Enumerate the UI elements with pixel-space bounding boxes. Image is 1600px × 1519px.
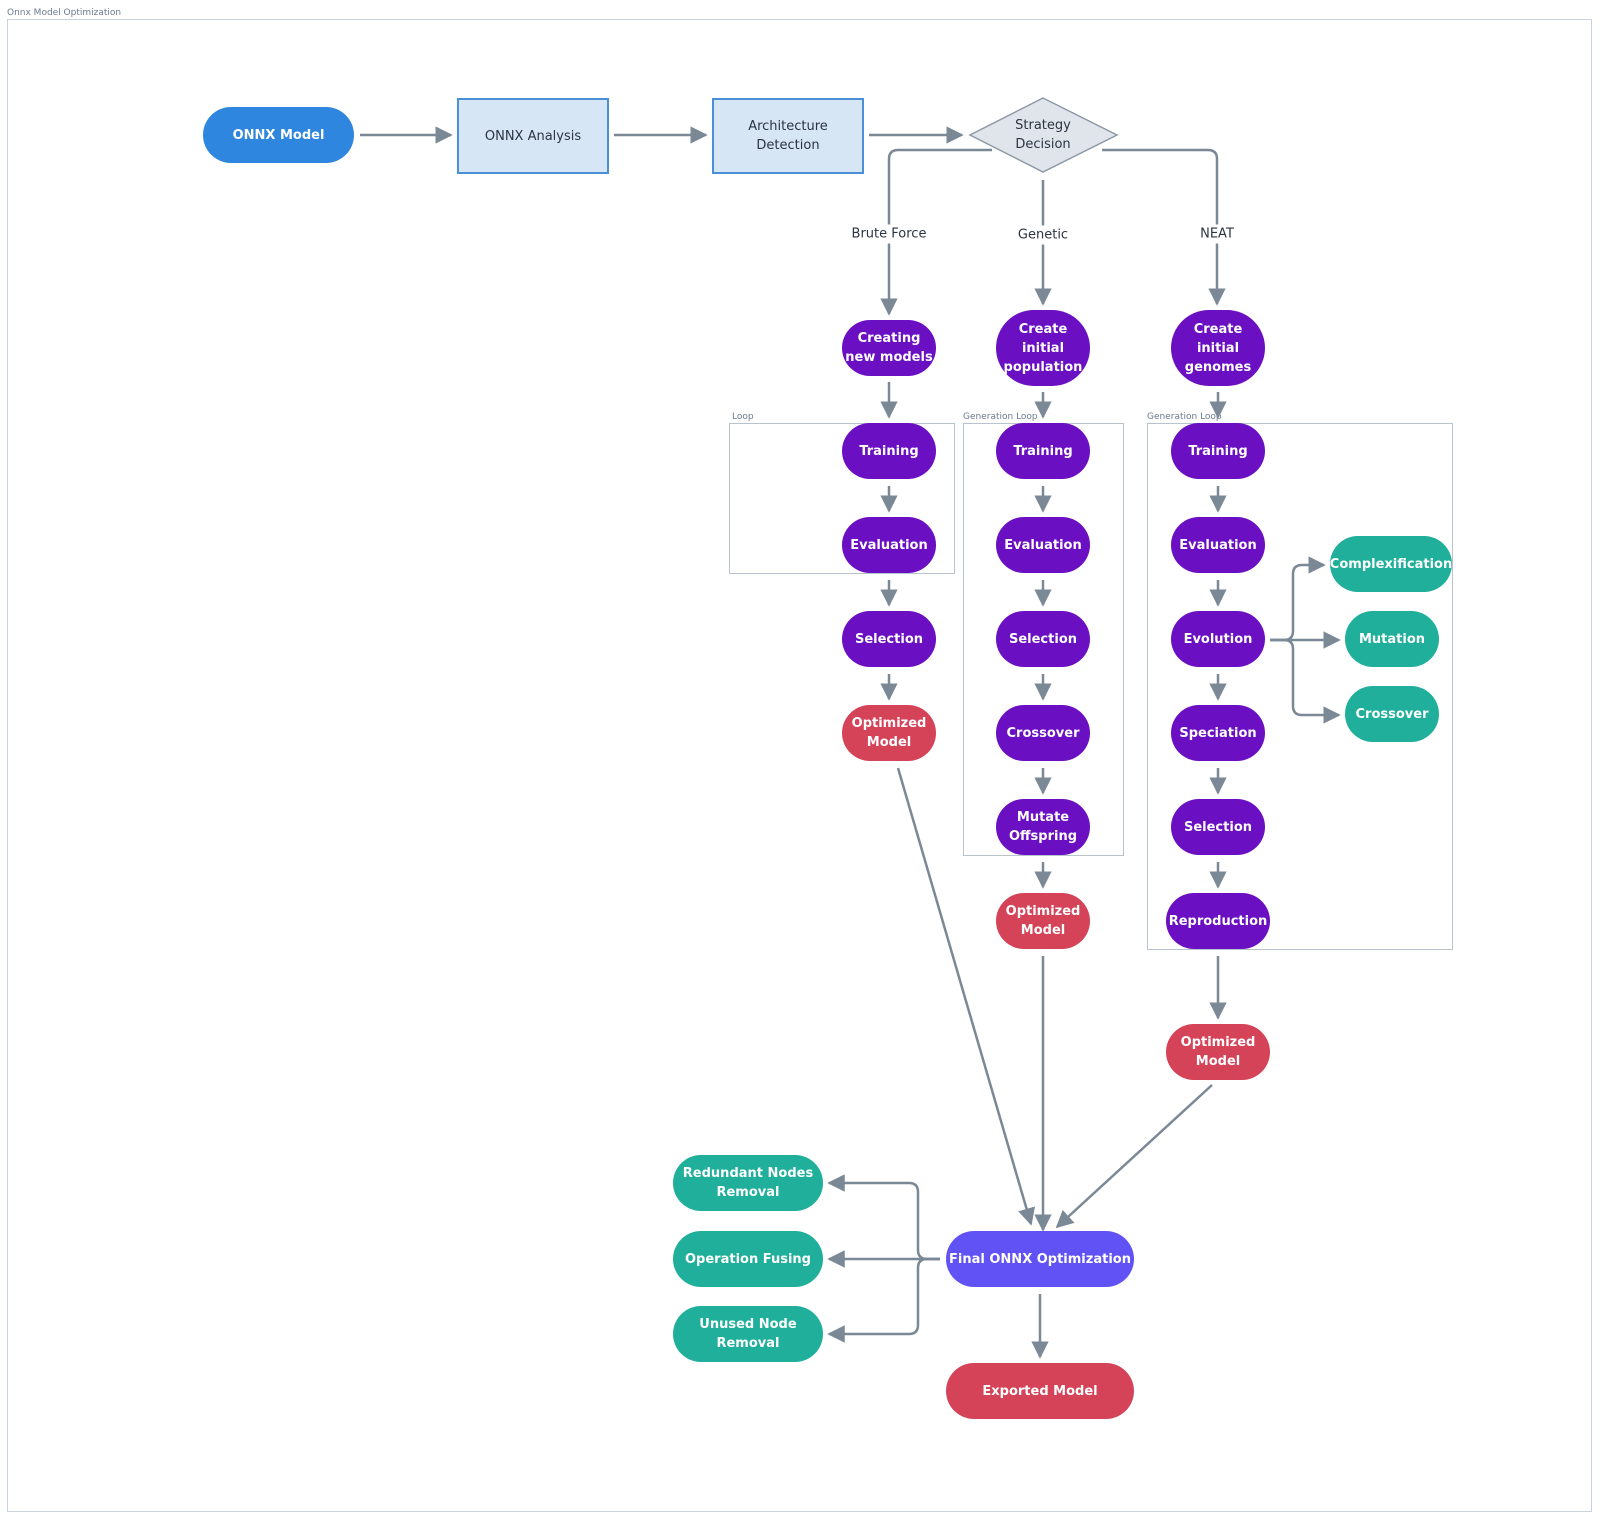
ga-optimized-node[interactable]: Optimized Model [996,893,1090,949]
crossover-op-node[interactable]: Crossover [1345,686,1439,742]
ga-evaluation-node[interactable]: Evaluation [996,517,1090,573]
bf-evaluation-node[interactable]: Evaluation [842,517,936,573]
final-optimization-node[interactable]: Final ONNX Optimization [946,1231,1134,1287]
architecture-detection-node[interactable]: Architecture Detection [712,98,864,174]
edge-final-redundant [827,1174,940,1261]
edge-bf-optimized-final [896,767,1035,1226]
edge-label-genetic: Genetic [1013,225,1073,245]
ga-mutate-node[interactable]: Mutate Offspring [996,799,1090,855]
edge-decision-bruteforce [880,148,992,316]
complexification-node[interactable]: Complexification [1330,536,1452,592]
neat-loop-label: Generation Loop [1147,412,1222,422]
neat-training-node[interactable]: Training [1171,423,1265,479]
onnx-analysis-node[interactable]: ONNX Analysis [457,98,609,174]
edge-neat-optimized-final [1055,1084,1213,1229]
ga-crossover-node[interactable]: Crossover [996,705,1090,761]
bf-selection-node[interactable]: Selection [842,611,936,667]
onnx-model-node[interactable]: ONNX Model [203,107,354,163]
unused-removal-node[interactable]: Unused Node Removal [673,1306,823,1362]
neat-speciation-node[interactable]: Speciation [1171,705,1265,761]
ga-selection-node[interactable]: Selection [996,611,1090,667]
mutation-node[interactable]: Mutation [1345,611,1439,667]
brute-force-loop-label: Loop [732,412,754,422]
bf-create-node[interactable]: Creating new models [842,320,936,376]
neat-reproduction-node[interactable]: Reproduction [1166,893,1270,949]
edge-evolution-crossover [1270,638,1341,724]
edge-evolution-complexification [1270,556,1326,642]
neat-create-node[interactable]: Create initial genomes [1171,310,1265,386]
edge-decision-neat [1102,148,1226,306]
exported-model-node[interactable]: Exported Model [946,1363,1134,1419]
edge-label-neat: NEAT [1196,224,1238,244]
brute-force-loop-group [729,423,955,574]
neat-selection-node[interactable]: Selection [1171,799,1265,855]
ga-create-node[interactable]: Create initial population [996,310,1090,386]
strategy-decision-diamond [968,97,1119,173]
diagram-title: Onnx Model Optimization [7,8,122,18]
edge-final-unused [827,1257,940,1343]
edge-label-brute-force: Brute Force [847,224,931,244]
operation-fusing-node[interactable]: Operation Fusing [673,1231,823,1287]
diagram-frame [7,19,1592,1512]
neat-optimized-node[interactable]: Optimized Model [1166,1024,1270,1080]
bf-optimized-node[interactable]: Optimized Model [842,705,936,761]
ga-training-node[interactable]: Training [996,423,1090,479]
neat-evolution-node[interactable]: Evolution [1171,611,1265,667]
redundant-removal-node[interactable]: Redundant Nodes Removal [673,1155,823,1211]
genetic-loop-label: Generation Loop [963,412,1038,422]
strategy-decision-node[interactable]: Strategy Decision [1015,118,1071,152]
neat-evaluation-node[interactable]: Evaluation [1171,517,1265,573]
neat-loop-group [1147,423,1453,950]
bf-training-node[interactable]: Training [842,423,936,479]
